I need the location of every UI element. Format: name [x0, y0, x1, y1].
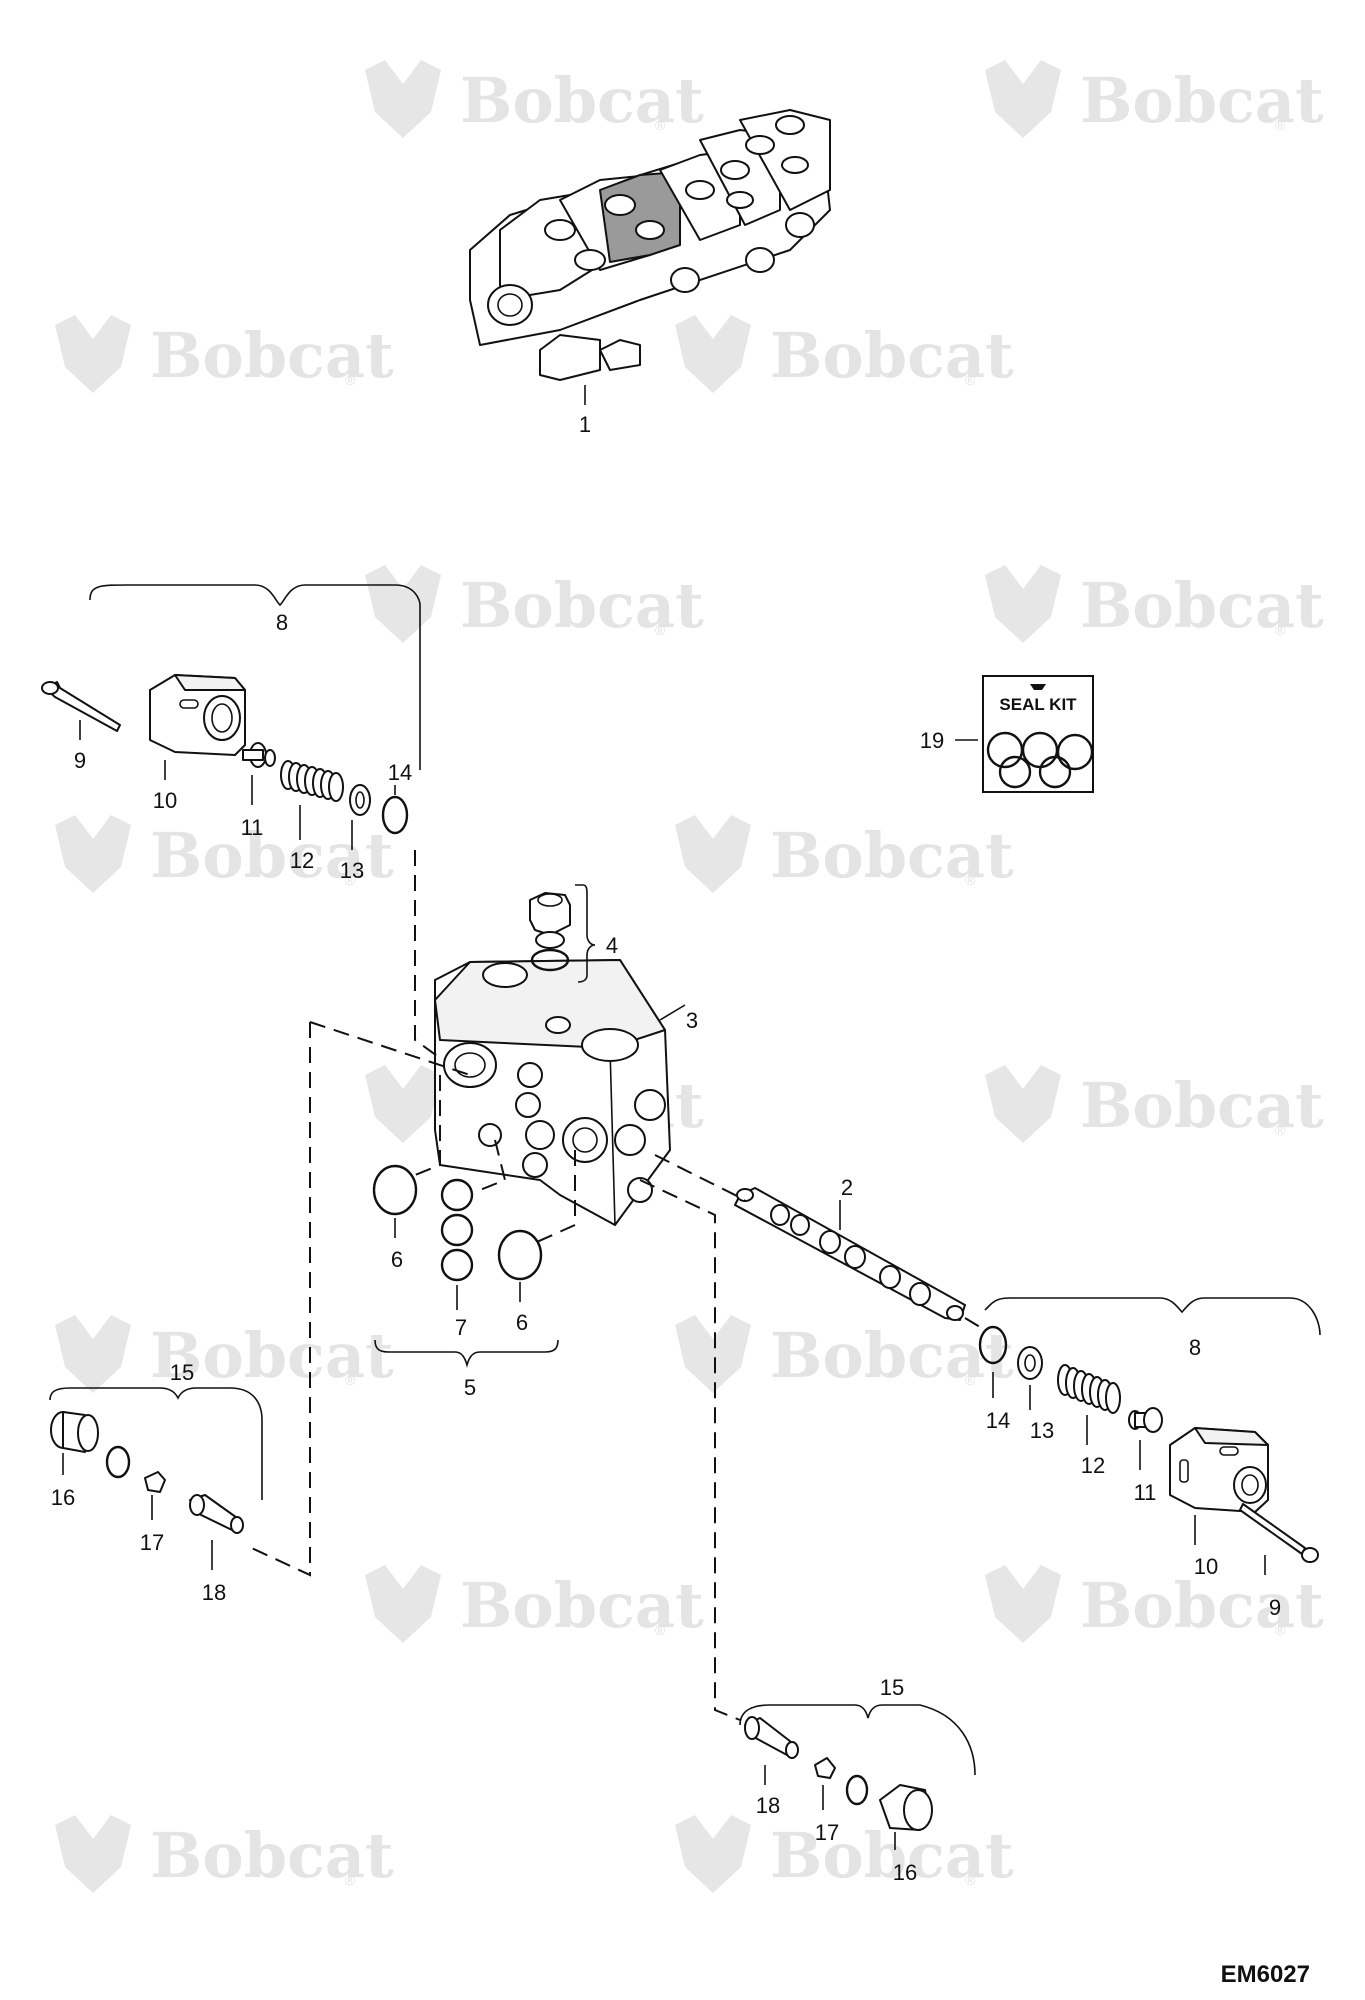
callout-8b: 8 — [1189, 1335, 1201, 1360]
figure-id: EM6027 — [1221, 1961, 1310, 1988]
svg-text:®: ® — [1275, 622, 1286, 638]
svg-text:Bobcat: Bobcat — [1080, 64, 1324, 137]
callout-labels: 1 2 3 4 5 6 6 7 8 8 9 9 10 10 11 11 12 1… — [51, 412, 1281, 1885]
spring — [280, 760, 344, 802]
relief-valve-group-bottom — [739, 1704, 976, 1850]
svg-text:Bobcat: Bobcat — [1080, 569, 1324, 642]
svg-text:®: ® — [655, 622, 666, 638]
svg-text:Bobcat: Bobcat — [150, 819, 394, 892]
svg-text:®: ® — [965, 872, 976, 888]
callout-2: 2 — [841, 1175, 853, 1200]
callout-17b: 17 — [815, 1820, 839, 1845]
watermark: Bobcat ® — [675, 1315, 1014, 1393]
svg-text:®: ® — [1275, 117, 1286, 133]
assembly-lines — [244, 850, 986, 1721]
callout-15b: 15 — [880, 1675, 904, 1700]
callout-16a: 16 — [51, 1485, 75, 1510]
callout-19: 19 — [920, 728, 944, 753]
watermark: Bobcat ® — [985, 1565, 1324, 1643]
svg-text:Bobcat: Bobcat — [770, 819, 1014, 892]
svg-text:®: ® — [1275, 1622, 1286, 1638]
callout-14b: 14 — [986, 1408, 1010, 1433]
svg-text:Bobcat: Bobcat — [460, 569, 704, 642]
svg-text:®: ® — [965, 1372, 976, 1388]
callout-14a: 14 — [388, 760, 412, 785]
callout-6a: 6 — [391, 1247, 403, 1272]
watermark: Bobcat ® — [55, 1315, 394, 1393]
svg-text:®: ® — [345, 1872, 356, 1888]
watermark: Bobcat ® — [55, 315, 394, 393]
seal-kit: SEAL KIT — [955, 675, 1094, 793]
watermark: Bobcat ® — [985, 1065, 1324, 1143]
callout-11b: 11 — [1134, 1480, 1157, 1505]
svg-text:®: ® — [965, 1872, 976, 1888]
callout-18b: 18 — [756, 1793, 780, 1818]
svg-text:Bobcat: Bobcat — [150, 319, 394, 392]
svg-text:®: ® — [1275, 1122, 1286, 1138]
watermark: Bobcat ® — [985, 565, 1324, 643]
callout-5: 5 — [464, 1375, 476, 1400]
svg-text:®: ® — [655, 1622, 666, 1638]
relief-valve-group-left — [49, 1387, 263, 1570]
section-seals — [372, 1164, 559, 1368]
watermark: Bobcat ® — [55, 815, 394, 893]
svg-text:®: ® — [965, 372, 976, 388]
callout-15a: 15 — [170, 1360, 194, 1385]
callout-13b: 13 — [1030, 1418, 1054, 1443]
svg-text:Bobcat: Bobcat — [770, 319, 1014, 392]
plug-assembly — [529, 884, 596, 983]
svg-text:Bobcat: Bobcat — [1080, 1069, 1324, 1142]
spool-cap-group-lower — [978, 1297, 1321, 1575]
callout-1: 1 — [579, 412, 591, 437]
svg-text:Bobcat: Bobcat — [150, 1319, 394, 1392]
svg-text:Bobcat: Bobcat — [150, 1819, 394, 1892]
svg-text:Bobcat: Bobcat — [460, 1569, 704, 1642]
svg-text:Bobcat: Bobcat — [460, 64, 704, 137]
svg-text:Bobcat: Bobcat — [770, 1319, 1014, 1392]
callout-17a: 17 — [140, 1530, 164, 1555]
callout-9b: 9 — [1269, 1595, 1281, 1620]
watermark: Bobcat ® — [365, 60, 704, 138]
watermark-layer: Bobcat ® Bobcat ® Bobcat ® Bobcat ® Bobc… — [55, 60, 1324, 1893]
svg-text:®: ® — [345, 872, 356, 888]
watermark: Bobcat ® — [675, 315, 1014, 393]
valve-spool — [734, 1187, 966, 1321]
callout-11a: 11 — [241, 815, 264, 840]
watermark: Bobcat ® — [985, 60, 1324, 138]
callout-6b: 6 — [516, 1310, 528, 1335]
callout-3: 3 — [686, 1008, 698, 1033]
spool-cap-group-upper — [41, 584, 421, 850]
svg-text:®: ® — [345, 372, 356, 388]
spring — [1057, 1364, 1121, 1414]
svg-text:®: ® — [345, 1372, 356, 1388]
svg-text:Bobcat: Bobcat — [770, 1819, 1014, 1892]
svg-text:®: ® — [655, 117, 666, 133]
callout-16b: 16 — [893, 1860, 917, 1885]
callout-7: 7 — [455, 1315, 467, 1340]
seal-kit-label: SEAL KIT — [999, 695, 1077, 714]
watermark: Bobcat ® — [55, 1815, 394, 1893]
svg-text:Bobcat: Bobcat — [1080, 1569, 1324, 1642]
watermark: Bobcat ® — [365, 1565, 704, 1643]
watermark: Bobcat ® — [675, 815, 1014, 893]
callout-10a: 10 — [153, 788, 177, 813]
valve-section-body — [434, 959, 686, 1226]
callout-4: 4 — [606, 933, 618, 958]
callout-18a: 18 — [202, 1580, 226, 1605]
callout-9a: 9 — [74, 748, 86, 773]
callout-12a: 12 — [290, 848, 314, 873]
watermark: Bobcat ® — [365, 565, 704, 643]
watermark: Bobcat ® — [675, 1815, 1014, 1893]
callout-8a: 8 — [276, 610, 288, 635]
callout-10b: 10 — [1194, 1554, 1218, 1579]
callout-12b: 12 — [1081, 1453, 1105, 1478]
callout-13a: 13 — [340, 858, 364, 883]
control-valve-assembly — [469, 109, 831, 405]
